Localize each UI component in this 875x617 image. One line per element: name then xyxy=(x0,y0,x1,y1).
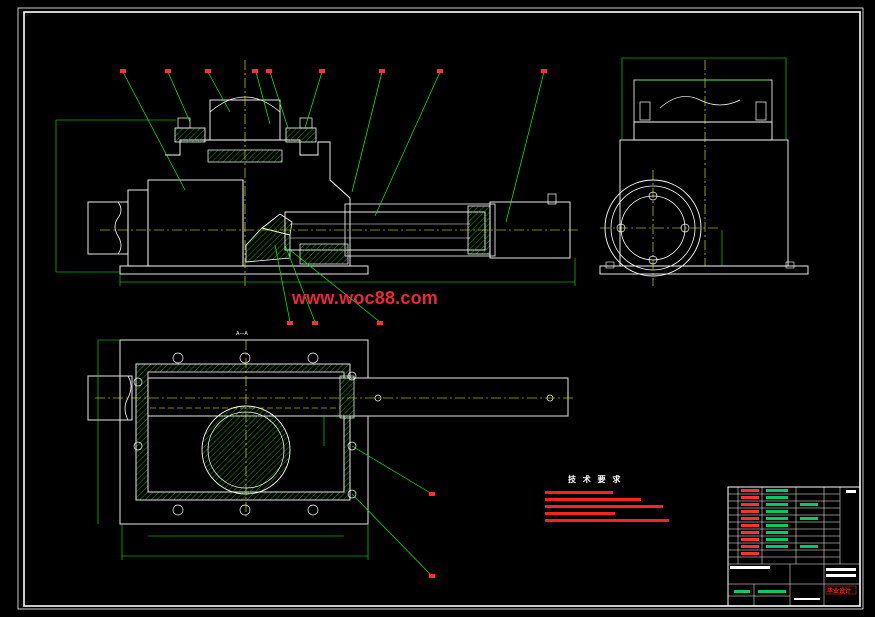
front-view-leaders xyxy=(122,71,545,323)
section-view xyxy=(87,339,575,578)
front-view-balloons xyxy=(120,69,547,325)
section-view-label: A—A xyxy=(236,331,248,337)
title-block xyxy=(727,486,861,607)
technical-requirements-notes xyxy=(545,491,669,522)
watermark-text: www.woc88.com xyxy=(292,288,438,308)
drawing-frame xyxy=(17,7,864,610)
side-view xyxy=(599,57,809,286)
front-view xyxy=(55,60,578,286)
title-block-stamp: 毕业设计 xyxy=(827,588,852,595)
technical-requirements-title: 技 术 要 求 xyxy=(568,475,623,484)
